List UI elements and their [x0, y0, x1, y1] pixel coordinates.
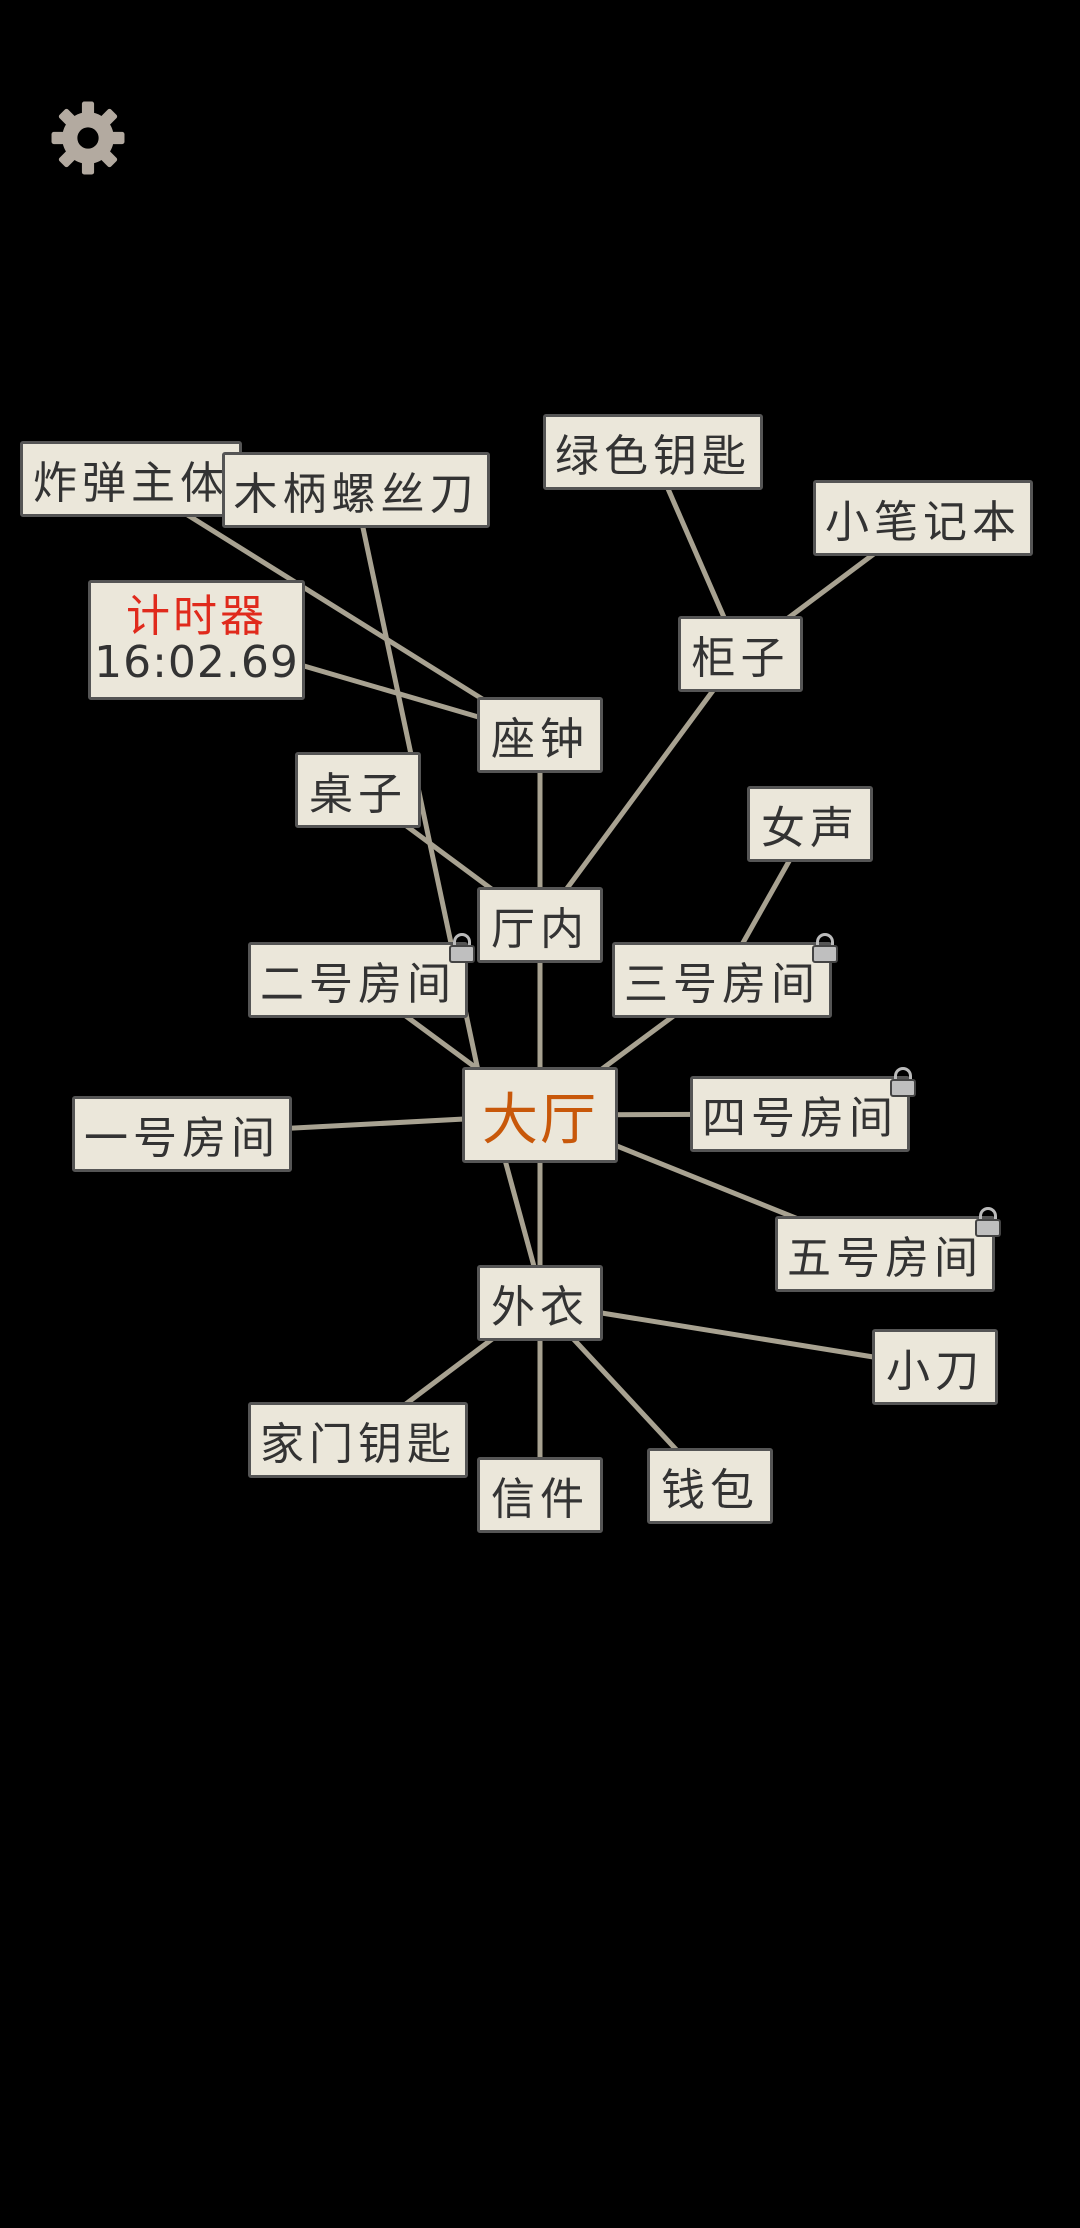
- node-home-key[interactable]: 家门钥匙: [248, 1402, 468, 1478]
- node-label: 家门钥匙: [260, 1419, 456, 1470]
- node-room3[interactable]: 三号房间: [612, 942, 832, 1018]
- node-label: 炸弹主体: [33, 458, 229, 509]
- node-green-key[interactable]: 绿色钥匙: [543, 414, 763, 490]
- node-notebook[interactable]: 小笔记本: [813, 480, 1033, 556]
- node-bomb[interactable]: 炸弹主体: [20, 441, 242, 517]
- node-timer[interactable]: 计时器 16:02.69: [88, 580, 305, 700]
- node-label: 桌子: [309, 769, 407, 820]
- node-label: 外衣: [491, 1282, 589, 1333]
- timer-label: 计时器: [126, 590, 267, 642]
- node-letter[interactable]: 信件: [477, 1457, 603, 1533]
- lock-icon: [449, 933, 475, 963]
- node-wallet[interactable]: 钱包: [647, 1448, 773, 1524]
- node-clock[interactable]: 座钟: [477, 697, 603, 773]
- node-label: 四号房间: [702, 1093, 898, 1144]
- link-coat-knife: [539, 1300, 936, 1370]
- node-knife[interactable]: 小刀: [872, 1329, 998, 1405]
- node-female-voice[interactable]: 女声: [747, 786, 873, 862]
- node-label: 钱包: [661, 1465, 759, 1516]
- node-table[interactable]: 桌子: [295, 752, 421, 828]
- node-coat[interactable]: 外衣: [477, 1265, 603, 1341]
- node-room2[interactable]: 二号房间: [248, 942, 468, 1018]
- node-label: 小笔记本: [825, 497, 1021, 548]
- node-room1[interactable]: 一号房间: [72, 1096, 292, 1172]
- node-label: 木柄螺丝刀: [233, 469, 479, 520]
- node-cabinet[interactable]: 柜子: [678, 616, 803, 692]
- node-room5[interactable]: 五号房间: [775, 1216, 995, 1292]
- link-hall-coat-2: [502, 1159, 538, 1271]
- node-label: 大厅: [482, 1087, 598, 1153]
- lock-icon: [975, 1207, 1001, 1237]
- node-label: 五号房间: [787, 1233, 983, 1284]
- timer-value: 16:02.69: [94, 637, 299, 688]
- node-label: 小刀: [886, 1346, 984, 1397]
- node-screwdriver[interactable]: 木柄螺丝刀: [222, 452, 490, 528]
- node-label: 三号房间: [624, 959, 820, 1010]
- node-hall[interactable]: 大厅: [462, 1067, 618, 1163]
- node-label: 座钟: [491, 714, 589, 765]
- node-inner-hall[interactable]: 厅内: [477, 887, 603, 963]
- node-label: 绿色钥匙: [555, 431, 751, 482]
- node-label: 一号房间: [84, 1113, 280, 1164]
- node-room4[interactable]: 四号房间: [690, 1076, 910, 1152]
- lock-icon: [890, 1067, 916, 1097]
- link-inner-cabinet: [537, 652, 743, 927]
- gear-icon[interactable]: [50, 100, 126, 176]
- link-clock-bomb: [128, 476, 542, 738]
- lock-icon: [812, 933, 838, 963]
- node-label: 二号房间: [260, 959, 456, 1010]
- node-label: 柜子: [691, 633, 790, 684]
- node-label: 信件: [491, 1474, 589, 1525]
- node-label: 女声: [761, 803, 859, 854]
- node-label: 厅内: [491, 904, 589, 955]
